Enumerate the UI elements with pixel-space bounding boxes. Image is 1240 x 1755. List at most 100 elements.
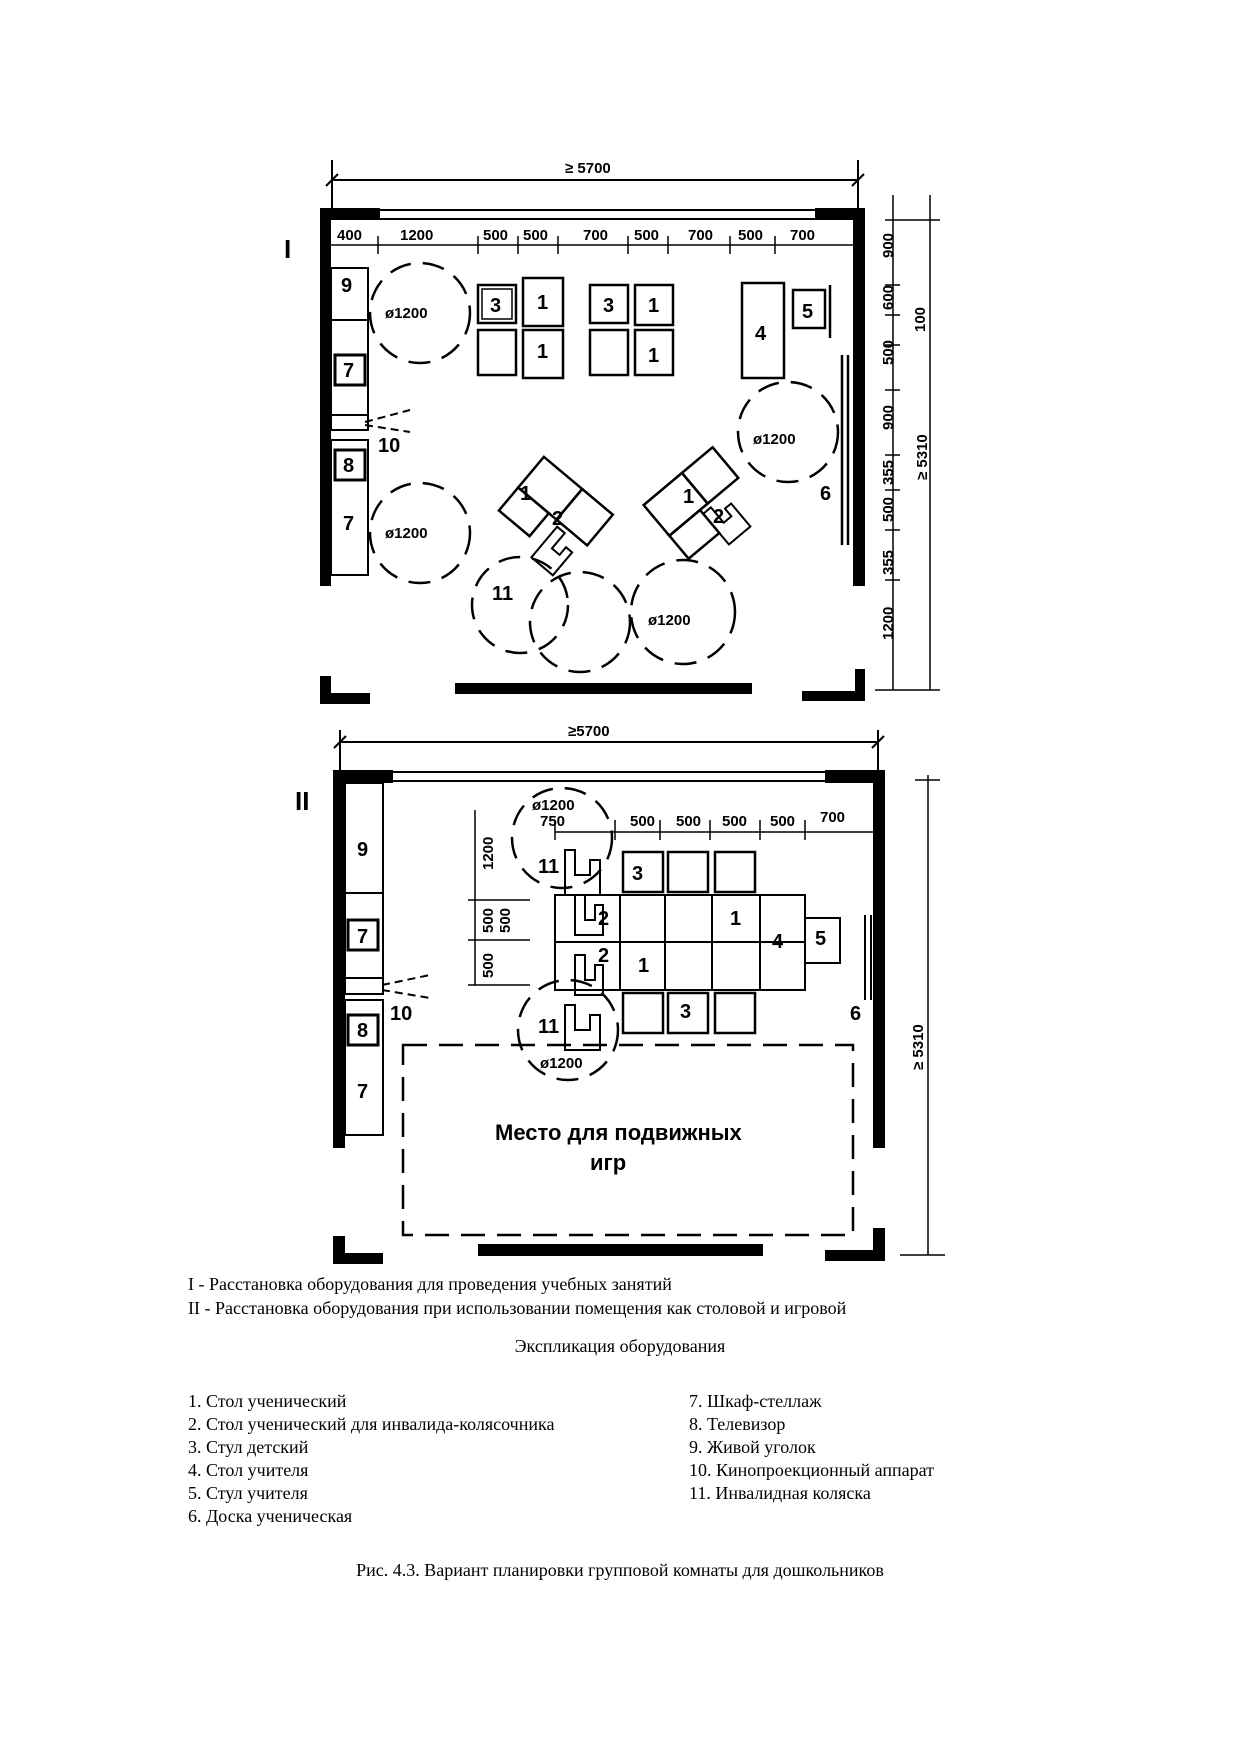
plan-i-label-3a: 3 — [490, 295, 501, 317]
plan-i-side-dim-labels: 900 600 100 500 900 355 500 355 1200 ≥ 5… — [880, 233, 931, 640]
plan-i-label-1c: 1 — [648, 295, 659, 317]
plan-ii-wheelchairs — [564, 849, 604, 1051]
plan-ii-play-area — [401, 1043, 855, 1237]
plan-i-walls — [320, 208, 865, 704]
plan-i-circle-label-1: ø1200 — [385, 305, 428, 322]
plan-ii-label-11a: 11 — [538, 856, 559, 878]
plan-i-label-7a: 7 — [343, 360, 354, 382]
svg-text:700: 700 — [820, 809, 845, 826]
plan-ii-chairs — [621, 850, 757, 1035]
svg-text:700: 700 — [688, 227, 713, 244]
plan-i-label-2a: 2 — [552, 508, 563, 530]
figure-caption: Рис. 4.3. Вариант планировки групповой к… — [356, 1560, 884, 1580]
plan-i-label-10: 10 — [378, 435, 400, 457]
legend-item: 11. Инвалидная коляска — [689, 1483, 871, 1503]
legend-right: 7. Шкаф-стеллаж 8. Телевизор 9. Живой уг… — [689, 1390, 934, 1505]
plan-ii-label-5: 5 — [815, 928, 826, 950]
legend-item: 6. Доска ученическая — [188, 1506, 353, 1526]
svg-text:900: 900 — [880, 233, 897, 258]
plan-ii-label-6: 6 — [850, 1003, 861, 1025]
plan-i-label-6: 6 — [820, 483, 831, 505]
plan-ii-label-11b: 11 — [538, 1016, 559, 1038]
plan-ii: II ≥5700 — [295, 723, 945, 1264]
svg-text:355: 355 — [880, 460, 897, 485]
plan-ii-walls — [333, 770, 885, 1264]
svg-text:500: 500 — [770, 813, 795, 830]
plan-ii-label-3b: 3 — [680, 1001, 691, 1023]
plan-i: I ≥ 5700 — [284, 160, 940, 704]
plan-i-rotated-desk-right — [641, 445, 752, 561]
plan-ii-left-furniture — [344, 782, 431, 1136]
svg-text:500: 500 — [523, 227, 548, 244]
legend-item: 5. Стул учителя — [188, 1483, 308, 1503]
plan-i-label-3b: 3 — [603, 295, 614, 317]
plan-i-roman-label: I — [284, 234, 291, 264]
legend-item: 9. Живой уголок — [689, 1437, 816, 1457]
svg-text:400: 400 — [337, 227, 362, 244]
svg-text:500: 500 — [722, 813, 747, 830]
plan-ii-label-1a: 1 — [730, 908, 741, 930]
legend-item: 7. Шкаф-стеллаж — [689, 1391, 822, 1411]
svg-text:1200: 1200 — [880, 607, 897, 640]
svg-text:500: 500 — [880, 497, 897, 522]
plan-i-circle-label-4: ø1200 — [648, 612, 691, 629]
svg-text:500: 500 — [483, 227, 508, 244]
svg-text:1200: 1200 — [400, 227, 433, 244]
legend-item: 3. Стул детский — [188, 1437, 309, 1457]
svg-text:500: 500 — [497, 908, 514, 933]
plan-i-label-1e: 1 — [520, 483, 531, 505]
plan-i-rotated-desk-left — [497, 455, 615, 577]
plan-i-left-furniture — [330, 267, 411, 576]
svg-text:≥ 5310: ≥ 5310 — [914, 434, 931, 480]
plan-ii-circle-label-2: ø1200 — [540, 1055, 583, 1072]
plan-ii-label-9: 9 — [357, 839, 368, 861]
plan-i-desks-top — [476, 276, 850, 545]
svg-text:500: 500 — [880, 340, 897, 365]
plan-i-label-1b: 1 — [537, 341, 548, 363]
plan-i-circle-label-2: ø1200 — [753, 431, 796, 448]
plan-i-label-1a: 1 — [537, 292, 548, 314]
legend-item: 1. Стол ученический — [188, 1391, 347, 1411]
legend-item: 4. Стол учителя — [188, 1460, 309, 1480]
legend-item: 2. Стол ученический для инвалида-колясоч… — [188, 1414, 555, 1434]
plan-i-side-dim-lines — [875, 195, 940, 691]
svg-text:600: 600 — [880, 285, 897, 310]
plan-i-label-7b: 7 — [343, 513, 354, 535]
plan-i-label-2b: 2 — [713, 506, 724, 528]
svg-text:700: 700 — [790, 227, 815, 244]
svg-text:750: 750 — [540, 813, 565, 830]
plan-i-width-label: ≥ 5700 — [565, 160, 611, 177]
plan-ii-label-10: 10 — [390, 1003, 412, 1025]
plan-ii-label-2a: 2 — [598, 908, 609, 930]
caption-plan-ii: II - Расстановка оборудования при исполь… — [188, 1298, 847, 1318]
svg-text:500: 500 — [630, 813, 655, 830]
plan-ii-circles — [510, 786, 620, 1082]
svg-text:900: 900 — [880, 405, 897, 430]
plan-i-label-1d: 1 — [648, 345, 659, 367]
plan-ii-label-1b: 1 — [638, 955, 649, 977]
plan-i-label-5: 5 — [802, 301, 813, 323]
plan-ii-label-2b: 2 — [598, 945, 609, 967]
plan-ii-width-dimension — [333, 730, 885, 775]
plan-ii-roman-label: II — [295, 786, 309, 816]
plan-ii-play-area-line-1: Место для подвижных — [495, 1120, 743, 1145]
plan-ii-table-grid — [554, 894, 872, 1000]
plan-ii-label-3a: 3 — [632, 863, 643, 885]
plan-i-label-8: 8 — [343, 455, 354, 477]
floor-plans-diagram: I ≥ 5700 — [284, 160, 945, 1264]
plan-i-width-dimension — [325, 160, 865, 215]
caption-plan-i: I - Расстановка оборудования для проведе… — [188, 1274, 672, 1294]
plan-ii-label-7a: 7 — [357, 926, 368, 948]
plan-ii-play-area-line-2: игр — [590, 1150, 626, 1175]
plan-i-label-11: 11 — [492, 583, 513, 605]
plan-ii-width-label: ≥5700 — [568, 723, 610, 740]
legend-item: 8. Телевизор — [689, 1414, 786, 1434]
plan-i-label-1f: 1 — [683, 486, 694, 508]
plan-i-label-9: 9 — [341, 275, 352, 297]
plan-ii-circle-label-1: ø1200 — [532, 797, 575, 814]
plan-i-circle-label-3: ø1200 — [385, 525, 428, 542]
plan-ii-side-dim-lines — [468, 775, 945, 1256]
explication-title: Экспликация оборудования — [514, 1336, 726, 1356]
plan-i-label-4: 4 — [755, 323, 767, 345]
svg-text:100: 100 — [912, 307, 929, 332]
